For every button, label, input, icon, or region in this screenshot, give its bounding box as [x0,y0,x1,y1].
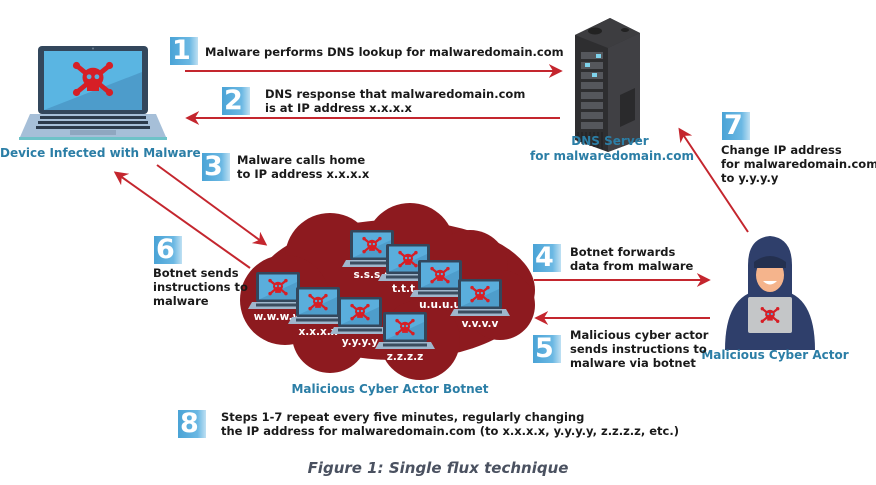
dns-server-label-line-2: for malwaredomain.com [530,149,695,163]
step-2-line: is at IP address x.x.x.x [265,101,412,115]
step-6-badge: 6 [154,236,182,264]
step-7-line: to y.y.y.y [721,171,779,185]
step-3-badge: 3 [202,153,230,181]
step-4-line: Botnet forwards [570,245,676,259]
step-7-arrow [678,127,749,233]
step-7-badge: 7 [722,112,750,140]
botnet-host-label: y.y.y.y [342,336,379,348]
botnet-host-label: v.v.v.v [462,318,499,330]
step-8-line: the IP address for malwaredomain.com (to… [221,424,679,438]
step-8-line: Steps 1-7 repeat every five minutes, reg… [221,410,585,424]
server-icon [575,18,640,152]
step-3-arrow [156,164,268,246]
botnet-laptop-icon [450,279,510,316]
step-2-line: DNS response that malwaredomain.com [265,87,526,101]
step-7-line: for malwaredomain.com [721,157,876,171]
step-3-line: Malware calls home [237,153,366,167]
botnet-laptop-icon [375,312,435,349]
step-6-line: instructions to [153,280,248,294]
step-6-line: malware [153,294,209,308]
step-4-text: Botnet forwards data from malware [570,245,693,273]
step-2-badge: 2 [222,87,250,115]
infected-device-label: Device Infected with Malware [0,146,201,160]
step-5-line: Malicious cyber actor [570,328,709,342]
step-3-text: Malware calls home to IP address x.x.x.x [237,153,369,181]
step-8-text: Steps 1-7 repeat every five minutes, reg… [221,410,679,438]
step-7-line: Change IP address [721,143,842,157]
step-6-text: Botnet sends instructions to malware [153,266,248,308]
step-5-text: Malicious cyber actor sends instructions… [570,328,708,370]
arrows [113,64,749,325]
botnet-label: Malicious Cyber Actor Botnet [291,382,489,396]
step-5-line: malware via botnet [570,356,696,370]
step-1-text: Malware performs DNS lookup for malwared… [205,45,564,59]
step-7-text: Change IP address for malwaredomain.com … [721,143,876,185]
step-5-line: sends instructions to [570,342,707,356]
dns-server-label-line-1: DNS Server [571,134,649,148]
hacker-icon [725,236,815,350]
step-6-arrow [113,171,251,269]
step-6-line: Botnet sends [153,266,239,280]
dns-server-label: DNS Server for malwaredomain.com [530,134,695,164]
step-3-line: to IP address x.x.x.x [237,167,370,181]
figure-caption: Figure 1: Single flux technique [307,459,569,477]
step-4-badge: 4 [533,244,561,272]
botnet-host-label: z.z.z.z [387,351,423,363]
step-8-badge: 8 [178,410,206,438]
step-2-text: DNS response that malwaredomain.com is a… [265,87,525,115]
botnet-host-label: u.u.u.u [419,299,461,311]
step-1-badge: 1 [170,37,198,65]
infected-laptop-icon [19,46,167,140]
step-5-badge: 5 [533,335,561,363]
botnet-laptop-icon [330,297,390,334]
cyber-actor-label: Malicious Cyber Actor [701,348,849,362]
step-4-line: data from malware [570,259,694,273]
botnet-host-label: x.x.x.x [298,326,337,338]
step-1-line: Malware performs DNS lookup for malwared… [205,45,564,59]
